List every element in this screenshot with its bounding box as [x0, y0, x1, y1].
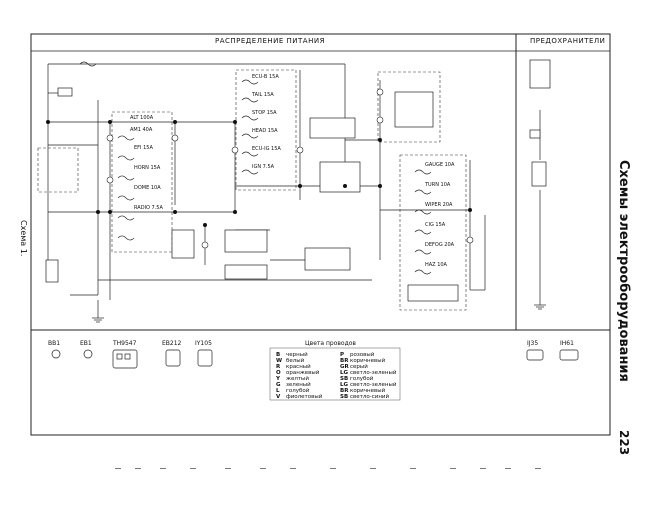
- connector-label: TH9547: [113, 340, 137, 347]
- fuse-label: DOME 10A: [134, 185, 161, 191]
- fuse-label: AM1 40A: [130, 127, 153, 133]
- fuse-label: TAIL 15A: [252, 92, 274, 98]
- fuse-label: WIPER 20A: [425, 202, 453, 208]
- connector-label: EB1: [80, 340, 92, 347]
- diagram-title: РАСПРЕДЕЛЕНИЕ ПИТАНИЯ: [215, 37, 325, 45]
- fuse-label: ECU-B 15A: [252, 74, 279, 80]
- fuse-label: HAZ 10A: [425, 262, 447, 268]
- fuse-label: STOP 15A: [252, 110, 277, 116]
- section-title: Схемы электрооборудования: [616, 160, 631, 382]
- fuse-label: IGN 7.5A: [252, 164, 275, 170]
- connector-ij35-icon: [526, 349, 544, 361]
- fuse-label: HEAD 15A: [252, 128, 278, 134]
- fuse-label: ALT 100A: [130, 115, 154, 121]
- connector-label: BB1: [48, 340, 61, 347]
- connector-bb1-icon: [51, 349, 61, 359]
- fuse-label: TURN 10A: [425, 182, 451, 188]
- legend-entry: GRсерый: [340, 364, 368, 370]
- connector-iy105-icon: [197, 349, 213, 367]
- fuse-label: EFI 15A: [134, 145, 153, 151]
- connector-label: IJ35: [527, 340, 539, 347]
- fuse-panel-title: ПРЕДОХРАНИТЕЛИ: [530, 37, 606, 45]
- connector-ih61-icon: [559, 349, 579, 361]
- connector-label: IY105: [195, 340, 212, 347]
- legend-title: Цвета проводов: [305, 340, 356, 347]
- connector-label: IH61: [560, 340, 574, 347]
- fuse-label: ECU-IG 15A: [252, 146, 281, 152]
- fuse-label: RADIO 7.5A: [134, 205, 163, 211]
- fuse-label: GAUGE 10A: [425, 162, 455, 168]
- page-number: 223: [617, 430, 631, 456]
- fuse-label: HORN 15A: [134, 165, 161, 171]
- connector-eb1-icon: [83, 349, 93, 359]
- connector-label: EB212: [162, 340, 182, 347]
- scheme-label: Схема 1.: [19, 220, 28, 257]
- fuse-label: CIG 15A: [425, 222, 446, 228]
- connector-eb212-icon: [165, 349, 181, 367]
- fuse-label: DEFOG 20A: [425, 242, 455, 248]
